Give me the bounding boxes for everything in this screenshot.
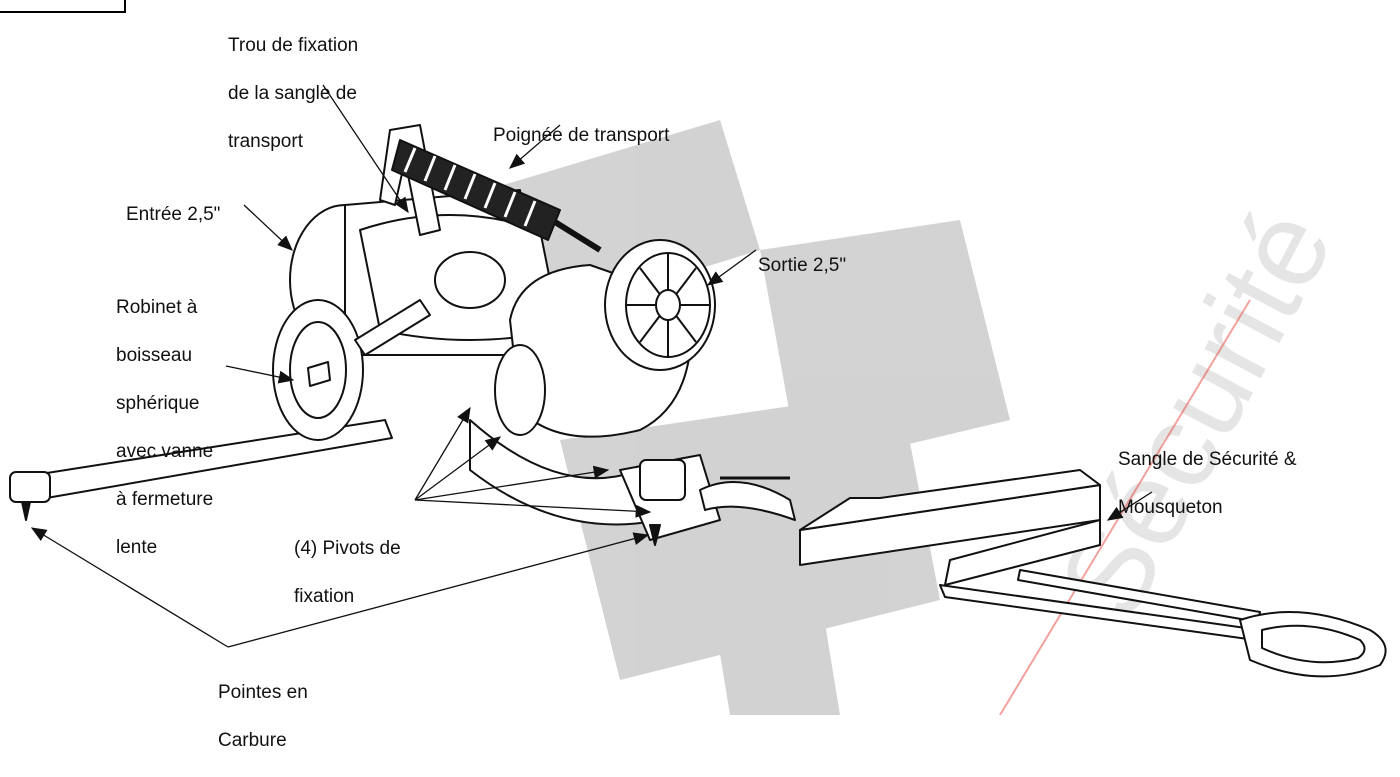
leader-tip-right (227, 532, 650, 648)
leader-tip-left (30, 527, 229, 648)
leader-ball-valve (225, 365, 295, 384)
leader-pivot-4 (414, 499, 652, 518)
label-carbide-tips: Pointes en Carbure (218, 657, 308, 777)
watermark-text-label: Sécurité (1033, 188, 1358, 640)
label-outlet: Sortie 2,5" (758, 230, 846, 302)
watermark-text: Sécurité (1033, 188, 1358, 640)
label-line: boisseau (116, 345, 193, 366)
leader-safety-strap (1106, 491, 1153, 521)
label-line: Trou de fixation (228, 35, 359, 56)
label-ball-valve: Robinet à boisseau sphérique avec vanne … (116, 272, 213, 584)
label-line: transport (228, 131, 303, 152)
label-line: avec vanne (116, 441, 214, 462)
left-leg-foot (9, 471, 51, 503)
label-line: Entrée 2,5" (126, 204, 221, 225)
label-line: lente (116, 537, 158, 558)
label-handle: Poignée de transport (493, 100, 669, 172)
label-line: Poignée de transport (493, 125, 670, 146)
watermark-accent-line (999, 299, 1251, 716)
label-line: Carbure (218, 730, 287, 751)
label-safety-strap: Sangle de Sécurité & Mousqueton (1118, 424, 1297, 544)
label-line: Sortie 2,5" (758, 255, 847, 276)
leader-strap-hole (322, 84, 409, 214)
leader-lines (30, 84, 1153, 648)
corner-frame (0, 0, 126, 13)
label-line: Pointes en (218, 682, 308, 703)
label-line: (4) Pivots de (294, 538, 401, 559)
label-line: à fermeture (116, 489, 214, 510)
leader-inlet (243, 204, 293, 251)
leader-pivot-1 (414, 406, 471, 501)
label-line: Robinet à (116, 297, 198, 318)
label-line: sphérique (116, 393, 200, 414)
diagram-canvas: Sécurité (0, 0, 1387, 751)
label-strap-hole: Trou de fixation de la sangle de transpo… (228, 10, 358, 178)
equipment-illustration: Sécurité (9, 84, 1387, 716)
pivot-block (639, 459, 686, 501)
label-line: Sangle de Sécurité & (1118, 449, 1297, 470)
label-pivots: (4) Pivots de fixation (294, 513, 401, 633)
leader-handle (509, 124, 561, 169)
leader-outlet (706, 249, 757, 286)
label-inlet: Entrée 2,5" (126, 179, 220, 251)
leader-pivot-3 (414, 465, 610, 501)
label-line: Mousqueton (1118, 497, 1223, 518)
label-line: fixation (294, 586, 355, 607)
label-line: de la sangle de (228, 83, 357, 104)
leader-pivot-2 (414, 436, 502, 501)
monitor-body (9, 124, 1387, 678)
